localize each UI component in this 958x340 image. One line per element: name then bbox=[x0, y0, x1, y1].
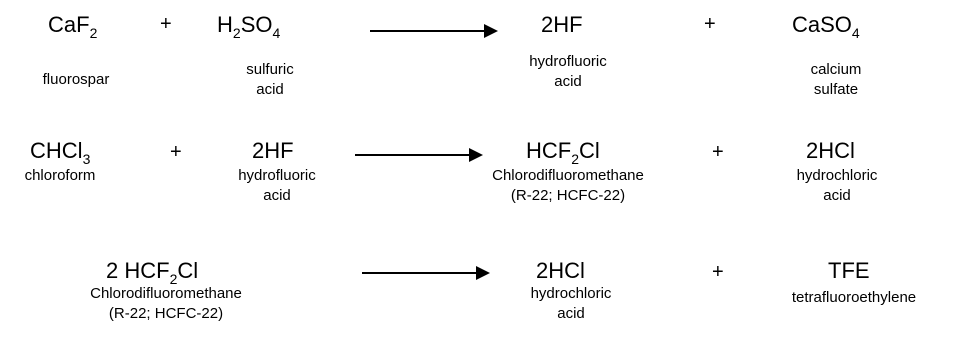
label-chloroform: chloroform bbox=[24, 167, 96, 184]
formula-chcl3: CHCl3 bbox=[30, 138, 91, 167]
formula-2hcl: 2HCl bbox=[806, 138, 855, 163]
label-chlorodifluoromethane: Chlorodifluoromethane(R-22; HCFC-22) bbox=[90, 285, 242, 322]
formula-tfe: TFE bbox=[828, 258, 870, 283]
plus-sign: + bbox=[704, 13, 716, 35]
label-tetrafluoroethylene: tetrafluoroethylene bbox=[791, 289, 917, 306]
formula-2hf: 2HF bbox=[541, 12, 583, 37]
plus-sign: + bbox=[170, 141, 182, 163]
formula-2hf: 2HF bbox=[252, 138, 294, 163]
reaction-arrow bbox=[370, 24, 498, 38]
reaction-arrow bbox=[355, 148, 483, 162]
formula-caso4: CaSO4 bbox=[792, 12, 860, 41]
formula-caf2: CaF2 bbox=[48, 12, 98, 41]
formula-h2so4: H2SO4 bbox=[217, 12, 281, 41]
label-fluorospar: fluorospar bbox=[42, 71, 110, 88]
formula-2-hcf2cl: 2 HCF2Cl bbox=[106, 258, 199, 287]
formula-hcf2cl: HCF2Cl bbox=[526, 138, 600, 167]
plus-sign: + bbox=[712, 261, 724, 283]
plus-sign: + bbox=[712, 141, 724, 163]
reaction-arrow bbox=[362, 266, 490, 280]
label-chlorodifluoromethane: Chlorodifluoromethane(R-22; HCFC-22) bbox=[492, 167, 644, 204]
formula-2hcl: 2HCl bbox=[536, 258, 585, 283]
plus-sign: + bbox=[160, 13, 172, 35]
